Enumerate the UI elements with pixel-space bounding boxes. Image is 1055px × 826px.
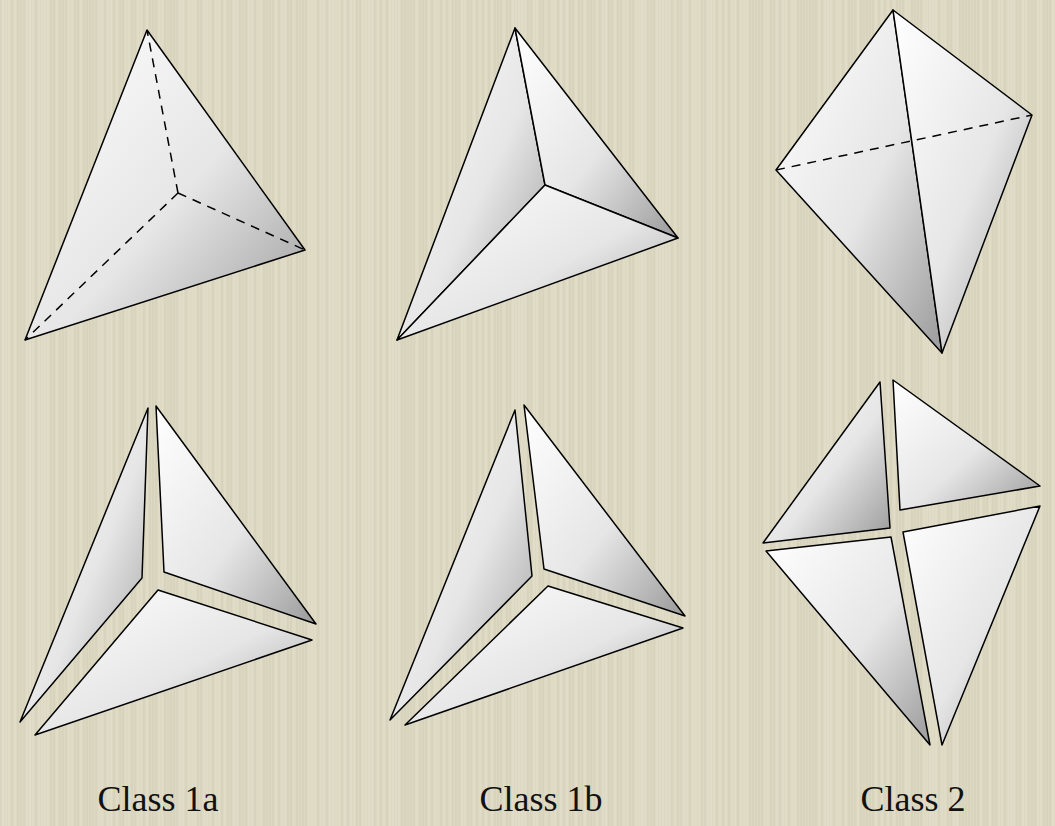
hidden-edge bbox=[776, 115, 1032, 170]
face-piece bbox=[524, 405, 685, 616]
tetrahedron bbox=[25, 30, 305, 340]
face-piece bbox=[156, 406, 316, 624]
face-piece bbox=[766, 537, 930, 745]
face-piece bbox=[405, 586, 683, 725]
hidden-edge bbox=[25, 193, 178, 340]
face bbox=[397, 185, 678, 340]
face-piece bbox=[893, 380, 1040, 510]
face-piece bbox=[903, 506, 1040, 745]
face-piece bbox=[35, 590, 312, 735]
class-label: Class 2 bbox=[860, 780, 965, 820]
hidden-edge bbox=[147, 30, 178, 193]
class-label: Class 1b bbox=[479, 780, 602, 820]
face-piece bbox=[763, 382, 890, 543]
hidden-edge bbox=[178, 193, 305, 250]
tetrahedra bbox=[20, 10, 1040, 745]
face bbox=[893, 10, 1032, 353]
class-label: Class 1a bbox=[98, 780, 219, 820]
